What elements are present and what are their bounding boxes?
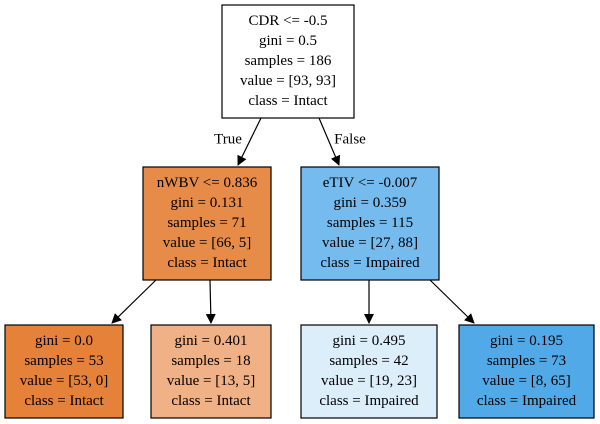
node-text-line: class = Intact: [167, 255, 247, 271]
tree-node-right: eTIV <= -0.007 gini = 0.359 samples = 115 v…: [300, 166, 440, 281]
node-text-line: samples = 115: [327, 215, 413, 231]
node-text-line: gini = 0.401: [174, 333, 247, 349]
node-text-line: class = Intact: [171, 393, 251, 409]
node-box: [300, 324, 438, 419]
node-text-line: class = Impaired: [319, 393, 419, 409]
edge-root-to-left: [237, 117, 262, 166]
node-text-line: value = [93, 93]: [240, 73, 336, 89]
edge-right-to-rr: [429, 279, 475, 324]
node-text-line: samples = 18: [171, 353, 250, 369]
node-text-line: samples = 42: [329, 353, 408, 369]
edge-label-false: False: [334, 131, 366, 147]
node-text-line: CDR <= -0.5: [248, 13, 327, 29]
tree-node-rr: gini = 0.195 samples = 73 value = [8, 65] c…: [458, 324, 595, 419]
node-box: [221, 4, 355, 119]
node-text-line: value = [66, 5]: [163, 235, 251, 251]
node-text-line: gini = 0.5: [259, 33, 317, 49]
edge-root-to-right: [318, 117, 341, 166]
edge-label-true: True: [214, 131, 242, 147]
node-text-line: gini = 0.195: [490, 333, 563, 349]
edge-left-to-ll: [111, 279, 157, 324]
node-text-line: value = [13, 5]: [167, 373, 255, 389]
tree-node-root: CDR <= -0.5 gini = 0.5 samples = 186 value …: [221, 4, 355, 119]
node-text-line: gini = 0.0: [35, 333, 93, 349]
node-text-line: gini = 0.359: [333, 195, 406, 211]
node-text-line: value = [8, 65]: [482, 373, 570, 389]
node-text-line: value = [19, 23]: [321, 373, 417, 389]
node-box: [4, 324, 124, 419]
tree-node-left: nWBV <= 0.836 gini = 0.131 samples = 71 val…: [142, 166, 272, 281]
node-box: [458, 324, 595, 419]
nodes-layer: CDR <= -0.5 gini = 0.5 samples = 186 value …: [4, 4, 595, 419]
node-box: [142, 166, 272, 281]
node-text-line: class = Impaired: [477, 393, 577, 409]
node-text-line: value = [27, 88]: [322, 235, 418, 251]
node-text-line: samples = 53: [24, 353, 103, 369]
node-text-line: value = [53, 0]: [20, 373, 108, 389]
node-box: [150, 324, 272, 419]
tree-node-rl: gini = 0.495 samples = 42 value = [19, 23]…: [300, 324, 438, 419]
edge-left-to-lr: [205, 279, 216, 324]
node-text-line: gini = 0.495: [332, 333, 405, 349]
node-text-line: class = Intact: [248, 93, 328, 109]
node-text-line: samples = 186: [245, 53, 332, 69]
node-text-line: class = Intact: [24, 393, 104, 409]
node-text-line: eTIV <= -0.007: [323, 175, 418, 191]
tree-node-ll: gini = 0.0 samples = 53 value = [53, 0] cla…: [4, 324, 124, 419]
node-text-line: gini = 0.131: [170, 195, 243, 211]
node-text-line: nWBV <= 0.836: [157, 175, 258, 191]
node-box: [300, 166, 440, 281]
node-text-line: class = Impaired: [320, 255, 420, 271]
edges-layer: True False: [111, 117, 475, 324]
tree-node-lr: gini = 0.401 samples = 18 value = [13, 5] c…: [150, 324, 272, 419]
node-text-line: samples = 71: [167, 215, 246, 231]
node-text-line: samples = 73: [487, 353, 566, 369]
